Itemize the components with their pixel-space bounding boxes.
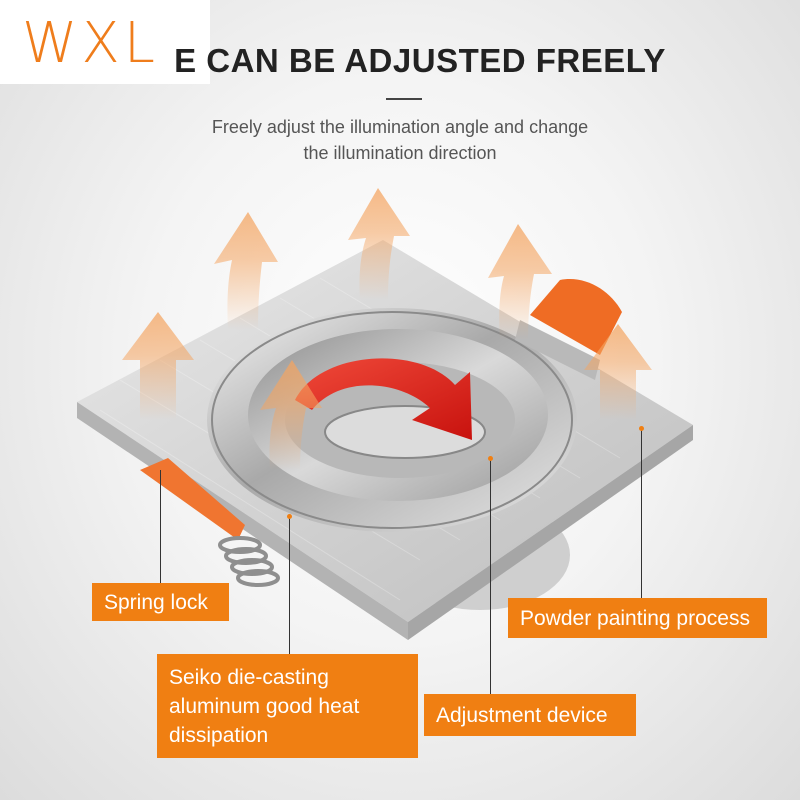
powder-painting-marker bbox=[639, 426, 644, 431]
adjustment-device-label: Adjustment device bbox=[424, 694, 636, 736]
spring-lock-label: Spring lock bbox=[92, 583, 229, 621]
die-casting-line-3: dissipation bbox=[169, 724, 269, 747]
powder-painting-text: Powder painting process bbox=[520, 606, 750, 630]
die-casting-leader bbox=[289, 516, 290, 654]
headline: E CAN BE ADJUSTED FREELY bbox=[174, 42, 666, 79]
heat-arrow-icon bbox=[122, 188, 652, 470]
adjustment-device-marker bbox=[488, 456, 493, 461]
spring-lock-text: Spring lock bbox=[104, 590, 208, 614]
brand-logo: WXL bbox=[22, 11, 159, 76]
subtitle-line-2: the illumination direction bbox=[303, 143, 497, 163]
headline-divider bbox=[386, 98, 422, 100]
spring-lock-clip bbox=[140, 458, 280, 587]
die-casting-label: Seiko die-casting aluminum good heat dis… bbox=[157, 654, 418, 758]
die-casting-line-1: Seiko die-casting bbox=[169, 666, 329, 689]
rotation-arrow-icon bbox=[295, 358, 472, 440]
subtitle: Freely adjust the illumination angle and… bbox=[150, 114, 650, 166]
die-casting-line-2: aluminum good heat bbox=[169, 695, 360, 718]
powder-painting-leader bbox=[641, 428, 642, 598]
subtitle-line-1: Freely adjust the illumination angle and… bbox=[211, 117, 589, 137]
die-casting-marker bbox=[287, 514, 292, 519]
powder-painting-label: Powder painting process bbox=[508, 598, 767, 638]
logo-box: WXL bbox=[0, 0, 210, 84]
adjustment-device-leader bbox=[490, 458, 491, 694]
spring-lock-leader bbox=[160, 470, 161, 584]
adjustment-device-text: Adjustment device bbox=[436, 703, 608, 727]
spring-clip-right bbox=[515, 279, 622, 380]
adjustment-ring bbox=[207, 308, 577, 532]
